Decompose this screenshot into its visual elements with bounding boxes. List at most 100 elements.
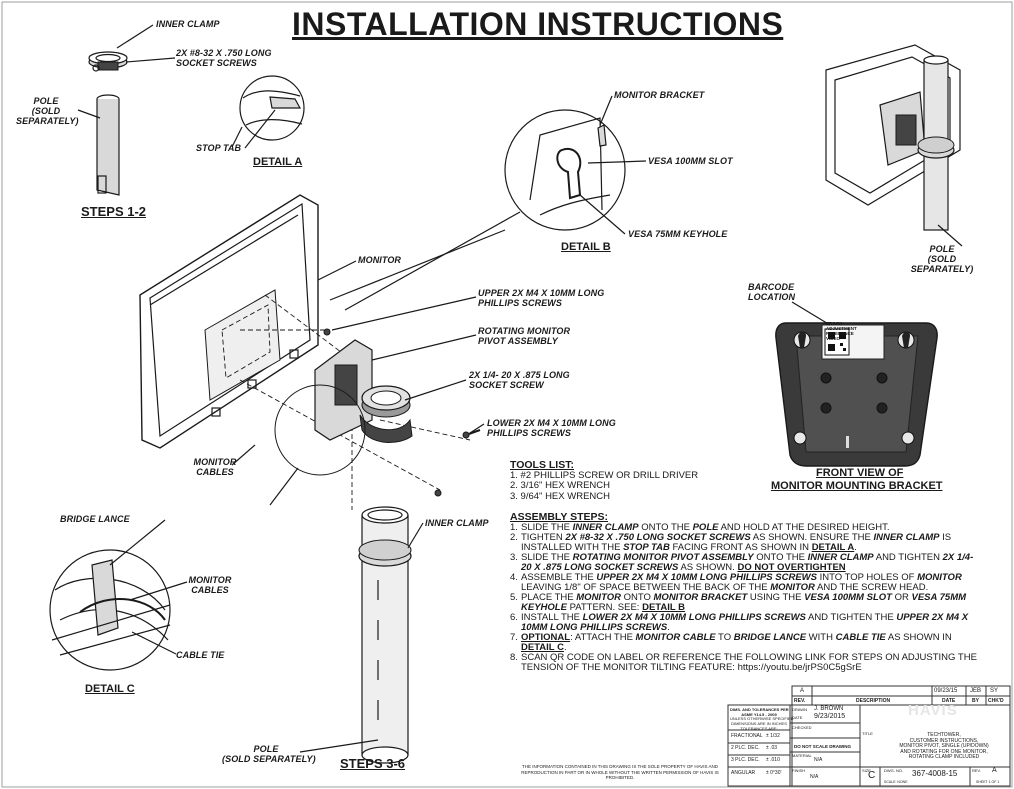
screws: [462, 429, 481, 439]
callout-pole-bottom: POLE (SOLD SEPARATELY): [222, 744, 316, 764]
tool-item: 3. 9/64" HEX WRENCH: [510, 490, 610, 502]
step-part-name: MONITOR: [576, 592, 621, 603]
assembled-view: [825, 44, 961, 231]
fractional-value: ± 1/32: [766, 733, 780, 739]
two-plc-value: ± .03: [766, 745, 778, 751]
inner-clamp-small: [88, 51, 128, 72]
callout-lower-screws: LOWER 2X M4 X 10MM LONG PHILLIPS SCREWS: [487, 418, 616, 438]
callout-bridge-lance: BRIDGE LANCE: [60, 514, 130, 524]
tools-heading: TOOLS LIST:: [510, 459, 574, 471]
rev-by: JEB: [970, 688, 982, 694]
mounting-bracket-front: [775, 322, 938, 467]
callout-cable-tie: CABLE TIE: [176, 650, 225, 660]
size-header: SIZE: [862, 768, 871, 773]
rev-value-2: A: [992, 767, 997, 774]
step-part-name: INNER CLAMP: [873, 532, 940, 543]
step-text: .: [563, 642, 567, 653]
chkd-header: CHK'D: [988, 698, 1004, 704]
pole-main: [358, 506, 412, 764]
date-header: DATE: [942, 698, 956, 704]
havis-logo: HAVIS: [908, 702, 958, 719]
drawing-date: 9/23/2015: [814, 713, 846, 720]
rev-header-2: REV.: [972, 768, 981, 773]
assembly-steps: ASSEMBLY STEPS: 1.SLIDE THE INNER CLAMP …: [510, 512, 980, 673]
heading-steps-3-6: STEPS 3-6: [340, 756, 406, 771]
detail-a-view: [239, 75, 305, 141]
detail-c-view: [49, 549, 171, 671]
rev-chkd: SY: [990, 688, 999, 694]
step-reference: DETAIL A: [811, 542, 855, 553]
step-part-name: STOP TAB: [623, 542, 670, 553]
assembly-heading: ASSEMBLY STEPS:: [510, 511, 609, 523]
assembly-step: 3.SLIDE THE ROTATING MONITOR PIVOT ASSEM…: [510, 553, 980, 573]
fractional-label: FRACTIONAL: [731, 733, 763, 739]
by-header: BY: [972, 698, 979, 704]
step-part-name: VESA 75MM KEYHOLE: [521, 592, 967, 613]
drawn-header: DRAWN: [792, 707, 807, 712]
step-part-name: 2X 1/4-20 X .875 LONG SOCKET SCREWS: [521, 552, 974, 573]
step-text: WITH: [806, 632, 836, 643]
step-text: : ATTACH THE: [570, 632, 636, 643]
callout-stop-tab: STOP TAB: [196, 143, 242, 153]
step-text: USING THE: [747, 592, 805, 603]
callout-inner-clamp-bottom: INNER CLAMP: [425, 518, 489, 528]
detail-b-view: [504, 109, 626, 231]
assembly-step: 2.TIGHTEN 2X #8-32 X .750 LONG SOCKET SC…: [510, 533, 980, 553]
tools-list: TOOLS LIST: 1. #2 PHILLIPS SCREW OR DRIL…: [510, 460, 980, 502]
callout-socket-screws: 2X #8-32 X .750 LONG SOCKET SCREWS: [176, 48, 272, 68]
callout-monitor-cables-main: MONITOR CABLES: [193, 457, 237, 477]
heading-detail-c: DETAIL C: [85, 683, 135, 695]
step-text: ONTO THE: [753, 552, 808, 563]
step-part-name: UPPER 2X M4 X 10MM LONG PHILLIPS SCREWS: [596, 572, 817, 583]
unless-note: UNLESS OTHERWISE SPECIFIED DIMENSIONS AR…: [730, 716, 794, 731]
step-text: LEAVING 1/8" OF SPACE BETWEEN THE BACK O…: [521, 582, 771, 593]
do-not-scale: DO NOT SCALE DRAWING: [794, 744, 851, 749]
step-text: ONTO: [620, 592, 654, 603]
page-title: INSTALLATION INSTRUCTIONS: [292, 6, 784, 42]
heading-steps-1-2: STEPS 1-2: [81, 204, 147, 219]
size-value: C: [868, 770, 876, 781]
step-reference: OPTIONAL: [521, 632, 571, 643]
step-part-name: LOWER 2X M4 X 10MM LONG PHILLIPS SCREWS: [582, 612, 806, 623]
desc-header: DESCRIPTION: [856, 698, 891, 704]
title-header: TITLE: [862, 731, 873, 736]
step-reference: DETAIL C: [521, 642, 564, 653]
angular-label: ANGULAR: [731, 770, 756, 776]
scale-label: SCALE: NONE: [884, 780, 908, 784]
step-part-name: ROTATING MONITOR PIVOT ASSEMBLY: [572, 552, 754, 563]
step-part-name: UPPER 2X M4 X 10MM LONG PHILLIPS SCREWS: [521, 612, 969, 633]
callout-monitor: MONITOR: [358, 255, 402, 265]
step-text: IS INSTALLED WITH THE: [521, 532, 952, 553]
step-text: PATTERN. SEE:: [566, 602, 643, 613]
step-part-name: MONITOR: [917, 572, 962, 583]
property-notice: THE INFORMATION CONTAINED IN THIS DRAWIN…: [521, 764, 719, 780]
dwg-header: DWG. NO.: [884, 768, 904, 773]
step-text: SLIDE THE: [521, 522, 573, 533]
callout-pole-right: POLE (SOLD SEPARATELY): [910, 244, 974, 274]
step-text: AND TIGHTEN THE: [805, 612, 897, 623]
step-number: 6.: [510, 612, 518, 623]
step-text: INTO TOP HOLES OF: [816, 572, 918, 583]
step-text: AND HOLD AT THE DESIRED HEIGHT.: [718, 522, 890, 533]
step-text: SCAN QR CODE ON LABEL OR REFERENCE THE F…: [521, 652, 977, 673]
callout-monitor-bracket: MONITOR BRACKET: [614, 90, 705, 100]
drawn-by: J. BROWN: [814, 706, 844, 712]
callout-barcode: BARCODE LOCATION: [748, 282, 796, 302]
step-text: TIGHTEN: [521, 532, 566, 543]
step-part-name: POLE: [692, 522, 719, 533]
checked-header: CHECKED: [792, 725, 812, 730]
callout-inner-clamp-top: INNER CLAMP: [156, 19, 220, 29]
step-text: .: [667, 622, 670, 633]
material-header: MATERIAL: [792, 753, 812, 758]
drawing-number: 367-4008-15: [912, 769, 958, 778]
assembly-step: 8.SCAN QR CODE ON LABEL OR REFERENCE THE…: [510, 653, 980, 673]
date-label: DATE: [792, 715, 803, 720]
assembly-step: 1.SLIDE THE INNER CLAMP ONTO THE POLE AN…: [510, 523, 980, 533]
step-number: 8.: [510, 652, 518, 663]
two-plc-label: 2 PLC. DEC.: [731, 745, 760, 751]
monitor-main: [139, 194, 319, 449]
step-part-name: VESA 100MM SLOT: [804, 592, 892, 603]
